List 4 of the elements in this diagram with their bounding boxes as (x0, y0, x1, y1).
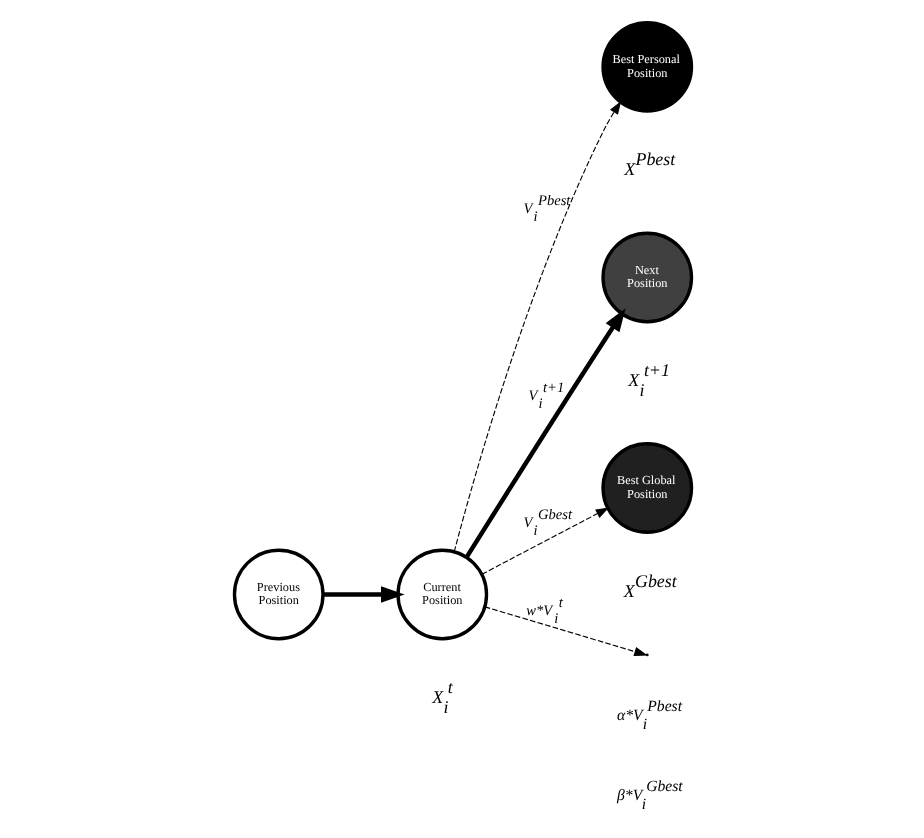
arrow (322, 585, 404, 602)
arrow (452, 99, 621, 552)
arrow (463, 307, 625, 558)
arrow (480, 506, 609, 574)
